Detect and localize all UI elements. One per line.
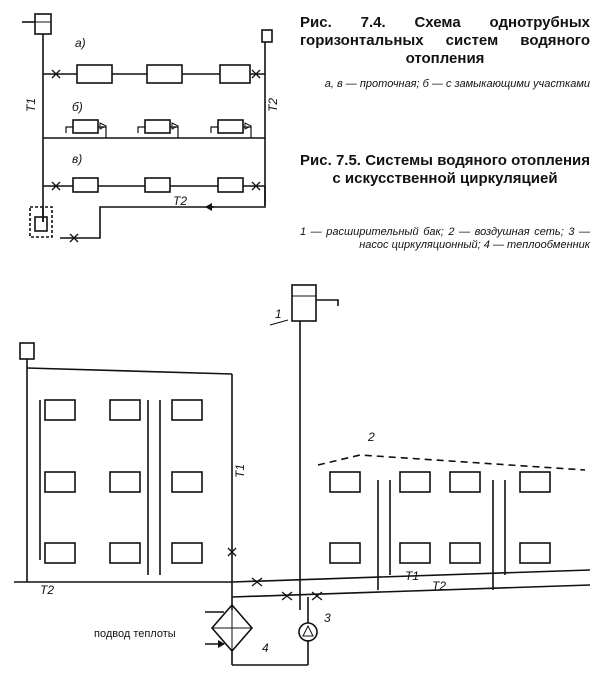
variant-a-label: а)	[75, 36, 86, 50]
radiator-r1	[329, 471, 361, 493]
heat-input-label: подвод теплоты	[94, 628, 176, 640]
caption-7-4-legend: а, в — проточная; б — с замыкающими учас…	[324, 78, 590, 90]
radiator-l3	[171, 399, 203, 421]
air-line	[26, 367, 233, 375]
fig-7-5-schematic	[14, 284, 591, 666]
main-t1-pipe	[231, 569, 591, 583]
radiator-l5	[109, 471, 141, 493]
row-b-radiator-1	[72, 119, 99, 134]
radiator-r8	[519, 542, 551, 564]
radiator-r5	[329, 542, 361, 564]
air-vent-icon	[19, 342, 35, 360]
row-a-radiator-3	[219, 64, 251, 84]
variant-b-label: б)	[72, 100, 83, 114]
radiator-l2	[109, 399, 141, 421]
t1-riser-label: Т1	[233, 464, 247, 478]
radiator-r3	[449, 471, 481, 493]
caption-7-4-title: Рис. 7.4. Схема однотрубных горизонтальн…	[300, 14, 590, 67]
main-t2-pipe	[231, 584, 591, 598]
row-a-radiator-1	[76, 64, 113, 84]
t1-right-label: Т1	[405, 569, 419, 583]
caption-7-5-title: Рис. 7.5. Системы водяного отопления с и…	[300, 152, 590, 187]
return-t2-pipe	[60, 186, 266, 239]
radiator-l4	[44, 471, 76, 493]
valve-icon	[51, 69, 61, 79]
fig-7-4-schematic	[22, 13, 273, 243]
air-number: 2	[367, 430, 375, 444]
radiator-l9	[171, 542, 203, 564]
air-network-line	[317, 454, 586, 471]
expansion-tank-icon	[34, 13, 52, 35]
t1-label: Т1	[24, 98, 38, 112]
fig-7-5-labels: 1 2 3 4 подвод теплоты Т1 Т2 Т2 Т1	[40, 307, 446, 655]
boiler-icon	[29, 206, 53, 238]
radiator-r7	[449, 542, 481, 564]
radiator-l6	[171, 471, 203, 493]
radiator-l1	[44, 399, 76, 421]
valve-icon	[251, 577, 263, 587]
expansion-tank-icon	[291, 284, 317, 322]
t2-right-label: Т2	[432, 579, 446, 593]
variant-v-label: в)	[72, 152, 82, 166]
pump-number: 3	[324, 611, 331, 625]
radiator-l7	[44, 542, 76, 564]
row-v-radiator-1	[72, 177, 99, 193]
row-v-radiator-3	[217, 177, 244, 193]
air-vent-icon	[261, 29, 273, 43]
t2-label: Т2	[266, 98, 280, 112]
radiator-r4	[519, 471, 551, 493]
radiator-r6	[399, 542, 431, 564]
tank-number: 1	[275, 307, 282, 321]
fig-7-4-labels: а) б) в) Т1 Т2 Т2	[24, 36, 280, 208]
exchanger-number: 4	[262, 641, 269, 655]
row-b-radiator-3	[217, 119, 244, 134]
row-a-radiator-2	[146, 64, 183, 84]
row-v-radiator-2	[144, 177, 171, 193]
radiator-r2	[399, 471, 431, 493]
caption-7-5-legend: 1 — расширительный бак; 2 — воздушная се…	[300, 226, 590, 251]
row-b-radiator-2	[144, 119, 171, 134]
t2-bottom-label: Т2	[173, 194, 187, 208]
t2-left-label: Т2	[40, 583, 54, 597]
radiator-l8	[109, 542, 141, 564]
